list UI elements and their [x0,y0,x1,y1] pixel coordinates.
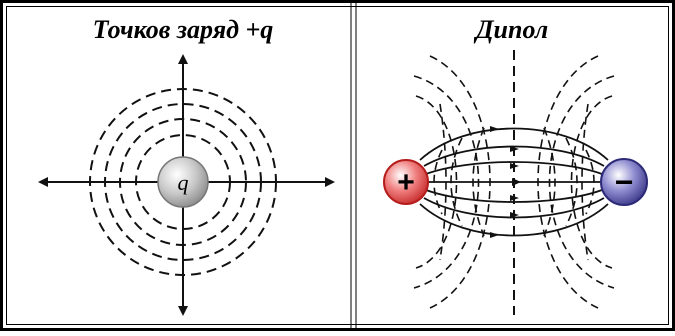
dipole-field-line-6 [419,203,609,237]
field-arrowhead-3 [510,146,519,152]
point-charge-sphere [157,156,209,208]
dipole-field-line-1 [425,161,603,175]
dipole-field-arrows [490,126,521,238]
field-arrowhead-1 [510,163,519,169]
dipole-field-line-2 [425,189,603,203]
dipole-field-line-4 [423,197,605,219]
point-charge-label: q [178,170,189,195]
field-arrowhead-5 [490,126,499,132]
positive-charge-sign: + [397,166,415,199]
point-charge-panel: Точков заряд +q q [38,15,335,316]
dipole-title: Дипол [474,15,548,44]
dipole-field-line-5 [419,127,609,161]
field-arrows [38,54,335,316]
field-arrowhead-center [512,178,521,186]
dipole-panel: Дипол [383,15,648,315]
field-arrowhead-4 [510,212,519,218]
dipole-field-line-3 [423,145,605,167]
positive-charge [383,159,429,205]
field-arrowhead-2 [510,195,519,201]
negative-charge-sign: − [615,164,634,200]
field-arrowhead-6 [490,232,499,238]
dipole-field-lines [419,127,609,237]
inner-border [6,6,669,325]
negative-charge [600,158,648,206]
point-charge-title: Точков заряд +q [93,15,274,44]
